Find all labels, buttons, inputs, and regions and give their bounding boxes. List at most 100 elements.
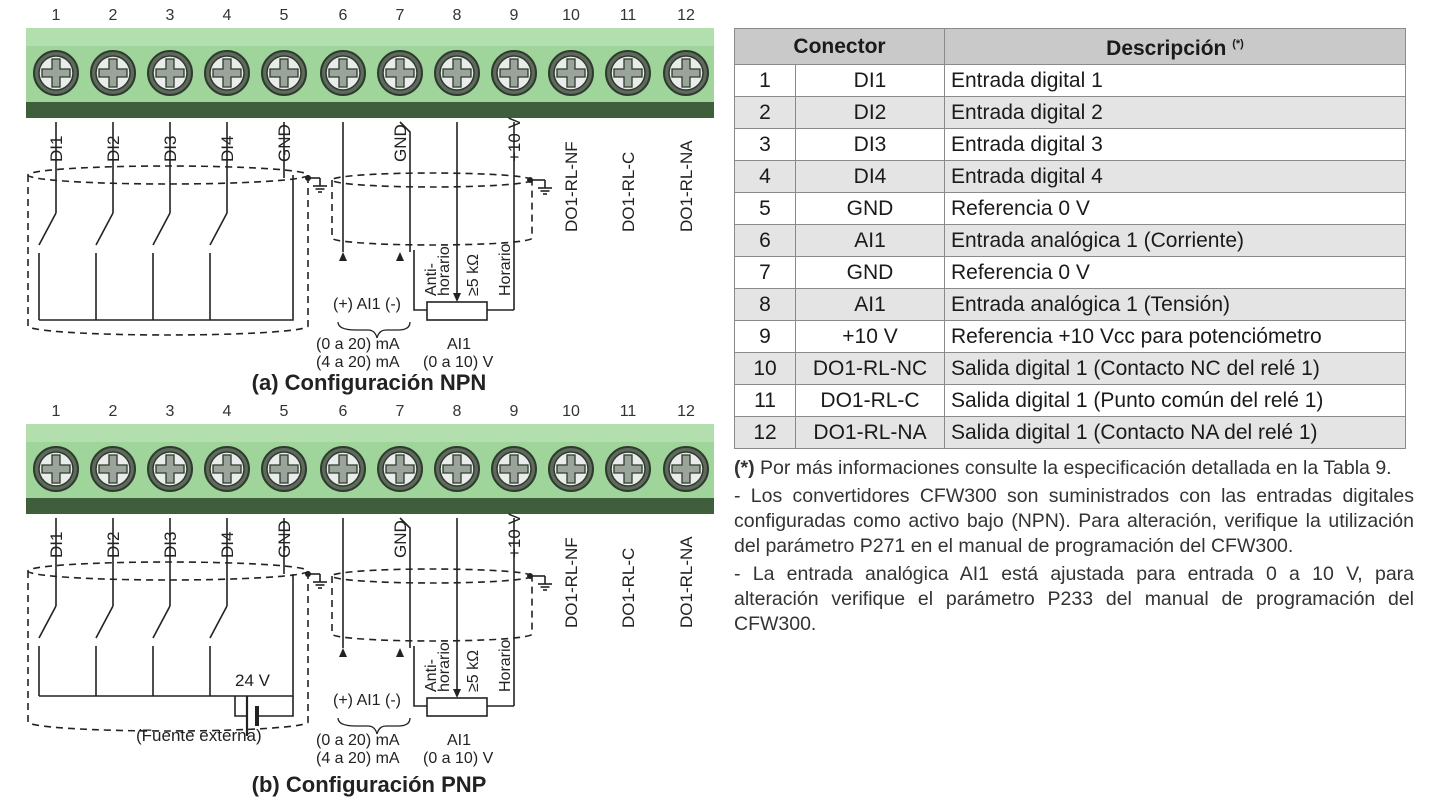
- cell-number: 10: [734, 352, 796, 385]
- terminal-number: 4: [223, 403, 232, 420]
- cell-connector: GND: [795, 192, 945, 225]
- caption-pnp: (b) Configuración PNP: [252, 772, 487, 797]
- voltage-range: (0 a 10) V: [423, 750, 494, 767]
- potentiometer-icon: [426, 301, 488, 321]
- brace-icon: [337, 717, 411, 735]
- screw-icon: [269, 58, 299, 88]
- npn-diagram: 123456789101112DI1DI2DI3DI4GNDGND+10 VDO…: [26, 7, 714, 371]
- arrow-icon: [339, 252, 347, 261]
- screw-icon: [98, 454, 128, 484]
- shield-cable: [27, 561, 309, 581]
- terminal-number: 11: [620, 403, 637, 420]
- arrow-icon: [339, 648, 347, 657]
- screw-icon: [41, 454, 71, 484]
- note-2: - Los convertidores CFW300 son suministr…: [734, 485, 1414, 557]
- pot-name: AI1: [447, 732, 471, 749]
- pot-label-cw: Horario: [497, 639, 514, 692]
- terminal-block: [26, 46, 714, 102]
- cell-connector: DI1: [795, 64, 945, 97]
- screw-icon: [155, 58, 185, 88]
- cell-description: Entrada digital 1: [944, 64, 1406, 97]
- cell-connector: DI2: [795, 96, 945, 129]
- terminal-label: DO1-RL-NA: [677, 536, 696, 628]
- cell-description: Entrada digital 2: [944, 96, 1406, 129]
- arrow-icon: [453, 293, 461, 302]
- terminal-block-base: [26, 102, 714, 118]
- brace-icon: [337, 321, 411, 339]
- cell-description: Referencia 0 V: [944, 256, 1406, 289]
- cell-connector: DO1-RL-NA: [795, 416, 945, 449]
- screw-icon: [328, 454, 358, 484]
- current-range-1: (0 a 20) mA: [316, 732, 400, 749]
- shield-cable: [331, 576, 533, 642]
- pot-value: ≥5 kΩ: [465, 254, 482, 296]
- screw-icon: [212, 58, 242, 88]
- terminal-number: 9: [510, 403, 519, 420]
- cell-description: Salida digital 1 (Contacto NC del relé 1…: [944, 352, 1406, 385]
- ai-input-label: (+) AI1 (-): [333, 692, 401, 709]
- terminal-number: 11: [620, 7, 637, 24]
- arrow-icon: [396, 252, 404, 261]
- terminal-number: 7: [396, 7, 405, 24]
- cell-number: 4: [734, 160, 796, 193]
- cell-description: Entrada digital 3: [944, 128, 1406, 161]
- terminal-label: DO1-RL-C: [619, 548, 638, 628]
- terminal-block-top: [26, 28, 714, 46]
- screw-icon: [442, 58, 472, 88]
- cell-description: Salida digital 1 (Punto común del relé 1…: [944, 384, 1406, 417]
- header-connector: Conector: [734, 28, 945, 65]
- screw-icon: [385, 454, 415, 484]
- screw-icon: [328, 58, 358, 88]
- terminal-number: 3: [166, 7, 175, 24]
- screw-icon: [499, 454, 529, 484]
- cell-number: 8: [734, 288, 796, 321]
- cell-description: Referencia 0 V: [944, 192, 1406, 225]
- screw-icon: [155, 454, 185, 484]
- note-1-mark: (*): [734, 457, 755, 479]
- shield-cable: [27, 165, 309, 185]
- notes-block: (*) Por más informaciones consulte la es…: [734, 456, 1414, 640]
- potentiometer-icon: [426, 697, 488, 717]
- cell-description: Entrada analógica 1 (Tensión): [944, 288, 1406, 321]
- terminal-number: 1: [52, 7, 61, 24]
- cell-number: 9: [734, 320, 796, 353]
- pot-wire: [413, 250, 427, 311]
- pot-label-horario: horario: [436, 642, 453, 692]
- note-1-text: Por más informaciones consulte la especi…: [754, 457, 1392, 479]
- switch-icon: [152, 605, 171, 639]
- screw-icon: [385, 58, 415, 88]
- current-range-1: (0 a 20) mA: [316, 336, 400, 353]
- terminal-label: DO1-RL-NF: [562, 537, 581, 628]
- switch-icon: [95, 605, 114, 639]
- screw-icon: [556, 454, 586, 484]
- cell-number: 7: [734, 256, 796, 289]
- cell-connector: GND: [795, 256, 945, 289]
- terminal-number: 2: [109, 403, 118, 420]
- cell-description: Salida digital 1 (Contacto NA del relé 1…: [944, 416, 1406, 449]
- switch-icon: [38, 605, 57, 639]
- ai-wire: [399, 517, 411, 648]
- terminal-number: 8: [453, 403, 462, 420]
- terminal-number: 6: [339, 403, 348, 420]
- switch-icon: [38, 212, 57, 246]
- caption-npn: (a) Configuración NPN: [252, 370, 487, 395]
- screw-icon: [671, 58, 701, 88]
- switch-icon: [209, 212, 228, 246]
- cell-connector: DI4: [795, 160, 945, 193]
- terminal-number: 10: [562, 403, 580, 420]
- wiring-diagram: 123456789101112DI1DI2DI3DI4GNDGND+10 VDO…: [26, 7, 714, 797]
- cell-number: 3: [734, 128, 796, 161]
- cell-connector: +10 V: [795, 320, 945, 353]
- battery-label: (Fuente externa): [136, 726, 262, 745]
- cell-number: 11: [734, 384, 796, 417]
